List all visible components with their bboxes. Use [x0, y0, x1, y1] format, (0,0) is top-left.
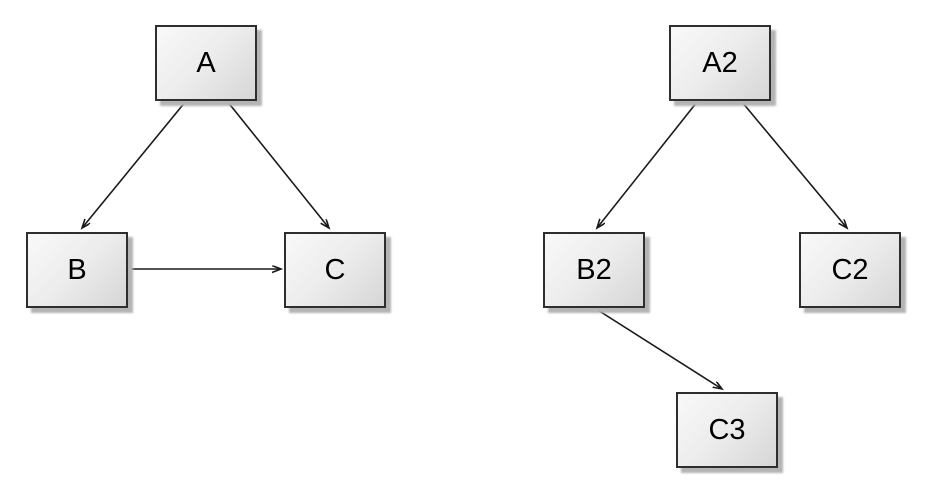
edge-b2-to-c3: [592, 306, 722, 389]
node-c2-label: C2: [831, 253, 869, 286]
node-c[interactable]: C: [284, 232, 386, 308]
edge-a-to-b: [82, 100, 187, 228]
node-a2[interactable]: A2: [669, 25, 771, 101]
edge-a2-to-c2: [741, 101, 847, 228]
node-a[interactable]: A: [155, 25, 257, 101]
node-c3[interactable]: C3: [676, 392, 778, 468]
node-c3-label: C3: [708, 413, 746, 446]
node-b-label: B: [67, 253, 87, 286]
node-b2[interactable]: B2: [543, 232, 645, 308]
node-a-label: A: [196, 46, 216, 79]
node-b2-label: B2: [576, 253, 612, 286]
edge-a-to-c: [226, 100, 329, 228]
node-a2-label: A2: [702, 46, 738, 79]
node-c2[interactable]: C2: [799, 232, 901, 308]
node-b[interactable]: B: [26, 232, 128, 308]
edge-a2-to-b2: [597, 101, 698, 228]
node-c-label: C: [324, 253, 346, 286]
